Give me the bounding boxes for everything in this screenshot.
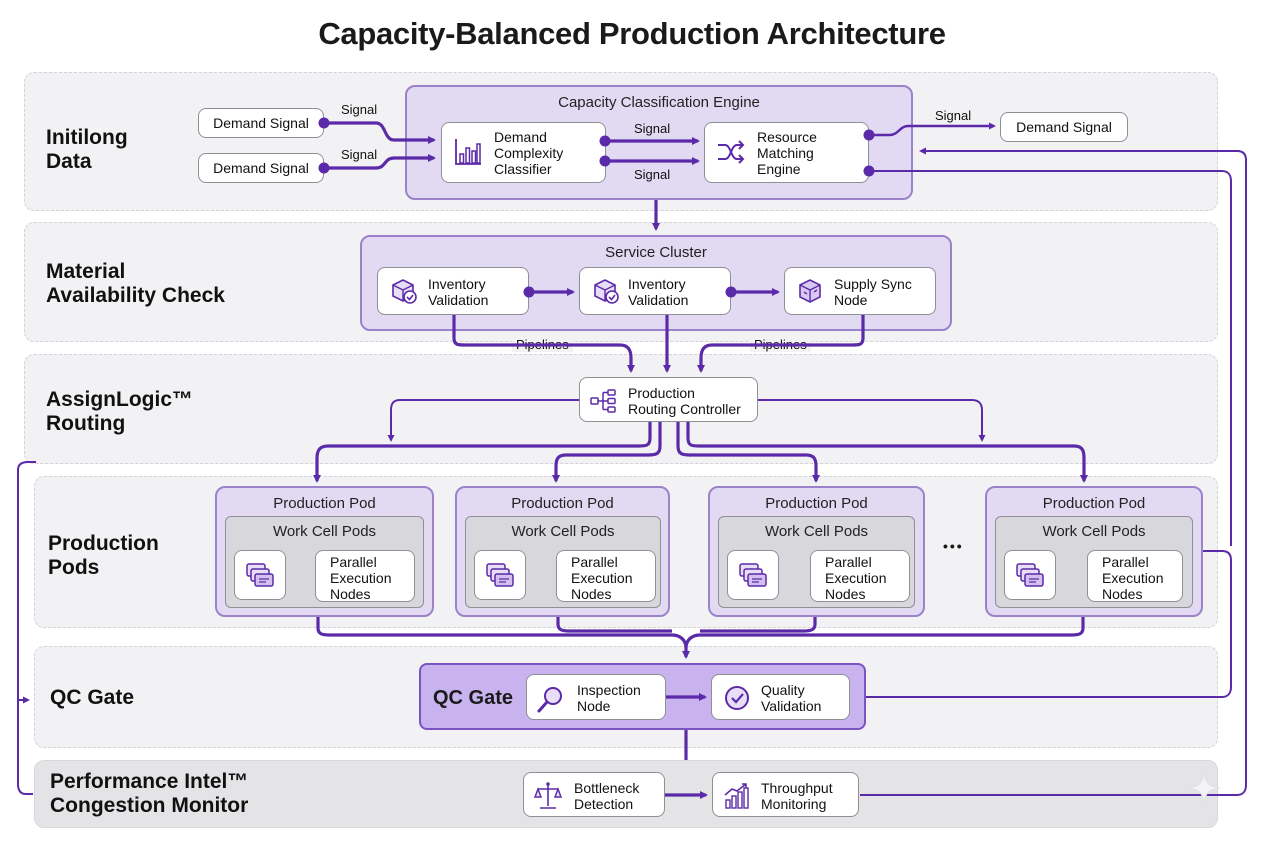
pipelines-label-2: Pipelines bbox=[750, 337, 811, 352]
growth-chart-icon bbox=[724, 783, 749, 809]
hierarchy-icon bbox=[590, 389, 616, 413]
demand-signal-input-1[interactable]: Demand Signal bbox=[198, 108, 324, 138]
parallel-nodes-label: Parallel Execution Nodes bbox=[330, 554, 392, 602]
signal-label-5: Signal bbox=[935, 108, 972, 123]
balance-icon bbox=[534, 782, 562, 809]
more-pods-ellipsis: ••• bbox=[943, 538, 964, 554]
service-cluster-title: Service Cluster bbox=[605, 244, 707, 261]
signal-label-2: Signal bbox=[341, 147, 378, 162]
demand-complexity-classifier[interactable]: Demand Complexity Classifier bbox=[441, 122, 606, 183]
production-routing-controller[interactable]: Production Routing Controller bbox=[579, 377, 758, 422]
throughput-monitoring[interactable]: Throughput Monitoring bbox=[712, 772, 859, 817]
work-cell-title: Work Cell Pods bbox=[764, 523, 869, 540]
pod-title: Production Pod bbox=[765, 495, 868, 512]
work-cell-card-2[interactable] bbox=[474, 550, 526, 600]
pod-title: Production Pod bbox=[1042, 495, 1146, 512]
classifier-label: Demand Complexity Classifier bbox=[494, 129, 564, 177]
controller-label: Production Routing Controller bbox=[628, 385, 741, 417]
cube-sync-icon bbox=[799, 279, 821, 303]
parallel-execution-nodes-3[interactable]: Parallel Execution Nodes bbox=[810, 550, 910, 602]
band-label-routing: AssignLogic™ Routing bbox=[46, 388, 194, 435]
work-cell-title: Work Cell Pods bbox=[511, 523, 615, 540]
work-cell-card-4[interactable] bbox=[1004, 550, 1056, 600]
stacked-cards-icon bbox=[246, 563, 274, 587]
band-label-qc-gate: QC Gate bbox=[50, 686, 135, 709]
supply-sync-label: Supply Sync Node bbox=[834, 276, 912, 308]
throughput-label: Throughput Monitoring bbox=[761, 780, 833, 812]
signal-label-4: Signal bbox=[634, 167, 671, 182]
diagram-title: Capacity-Balanced Production Architectur… bbox=[318, 16, 946, 51]
stacked-cards-icon bbox=[739, 563, 767, 587]
magnifier-icon bbox=[537, 687, 562, 713]
parallel-execution-nodes-1[interactable]: Parallel Execution Nodes bbox=[315, 550, 415, 602]
inventory-validation-2-label: Inventory Validation bbox=[628, 276, 689, 308]
parallel-nodes-label: Parallel Execution Nodes bbox=[1102, 554, 1164, 602]
parallel-nodes-label: Parallel Execution Nodes bbox=[825, 554, 887, 602]
work-cell-title: Work Cell Pods bbox=[272, 523, 377, 540]
inspection-label: Inspection Node bbox=[577, 682, 641, 714]
bar-chart-icon bbox=[455, 139, 481, 165]
demand-signal-input-2[interactable]: Demand Signal bbox=[198, 153, 324, 183]
band-label-performance-monitor: Performance Intel™ Congestion Monitor bbox=[50, 770, 249, 817]
work-cell-card-1[interactable] bbox=[234, 550, 286, 600]
demand-signal-output[interactable]: Demand Signal bbox=[1000, 112, 1128, 142]
matching-label: Resource Matching Engine bbox=[757, 129, 817, 177]
supply-sync-node[interactable]: Supply Sync Node bbox=[784, 267, 936, 315]
quality-validation[interactable]: Quality Validation bbox=[711, 674, 850, 720]
pod-title: Production Pod bbox=[273, 495, 376, 512]
signal-label-1: Signal bbox=[341, 102, 378, 117]
engine-title: Capacity Classification Engine bbox=[558, 94, 760, 111]
band-label-initial-data: Initilong Data bbox=[46, 126, 128, 173]
pod-title: Production Pod bbox=[511, 495, 614, 512]
quality-label: Quality Validation bbox=[761, 682, 822, 714]
parallel-nodes-label: Parallel Execution Nodes bbox=[571, 554, 633, 602]
work-cell-title: Work Cell Pods bbox=[1042, 523, 1146, 540]
inventory-validation-1-label: Inventory Validation bbox=[428, 276, 489, 308]
inventory-validation-1[interactable]: Inventory Validation bbox=[377, 267, 529, 315]
qc-gate-label: QC Gate bbox=[433, 687, 514, 709]
shuffle-icon bbox=[718, 140, 745, 164]
work-cell-card-3[interactable] bbox=[727, 550, 779, 600]
parallel-execution-nodes-4[interactable]: Parallel Execution Nodes bbox=[1087, 550, 1183, 602]
check-circle-icon bbox=[725, 686, 749, 710]
inspection-node[interactable]: Inspection Node bbox=[526, 674, 666, 720]
sparkle-icon bbox=[1187, 771, 1221, 805]
band-label-production-pods: Production Pods bbox=[48, 532, 159, 579]
box-check-icon bbox=[392, 279, 417, 304]
bottleneck-label: Bottleneck Detection bbox=[574, 780, 640, 812]
resource-matching-engine[interactable]: Resource Matching Engine bbox=[704, 122, 869, 183]
stacked-cards-icon bbox=[1016, 563, 1044, 587]
signal-label-3: Signal bbox=[634, 121, 671, 136]
box-check-icon bbox=[594, 279, 619, 304]
band-label-material-check: Material Availability Check bbox=[46, 260, 225, 307]
bottleneck-detection[interactable]: Bottleneck Detection bbox=[523, 772, 665, 817]
pipelines-label-1: Pipelines bbox=[512, 337, 573, 352]
stacked-cards-icon bbox=[486, 563, 514, 587]
parallel-execution-nodes-2[interactable]: Parallel Execution Nodes bbox=[556, 550, 656, 602]
inventory-validation-2[interactable]: Inventory Validation bbox=[579, 267, 731, 315]
